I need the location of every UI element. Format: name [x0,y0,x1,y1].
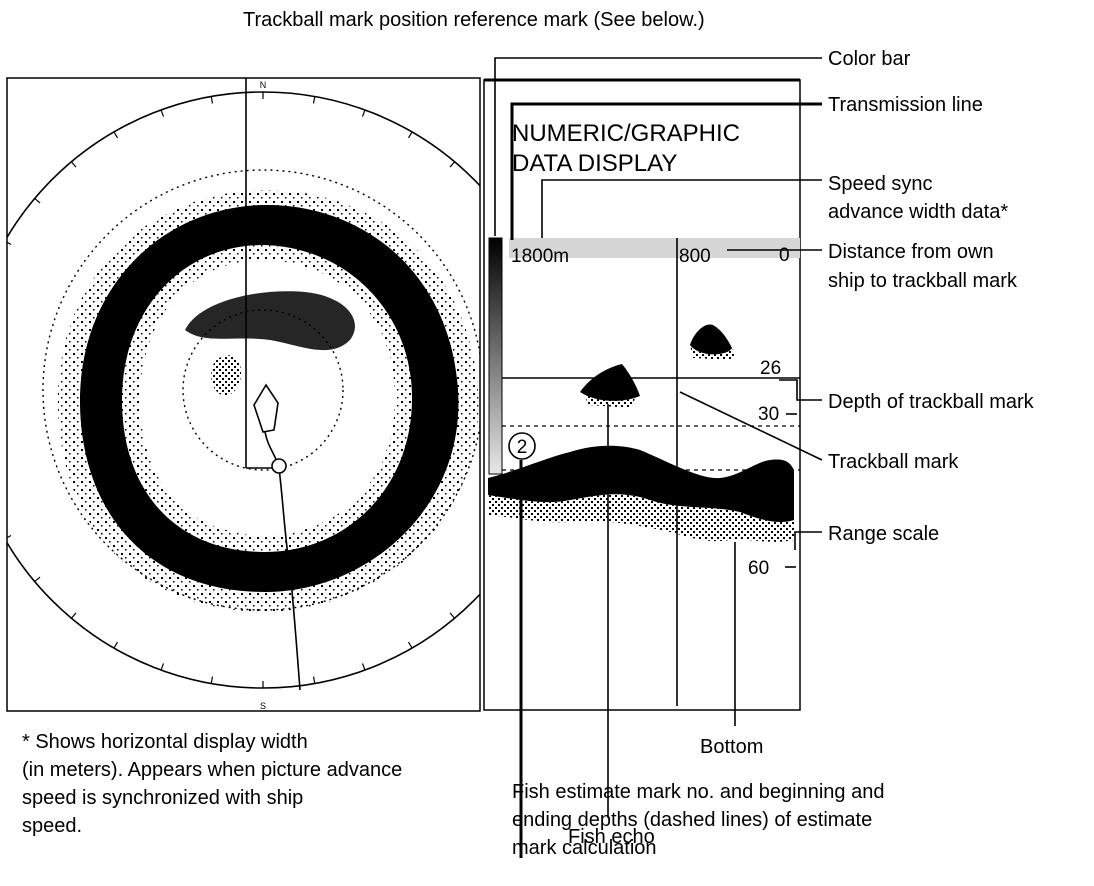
inner-range-ring [182,309,344,471]
ship-track-line [264,431,301,691]
callout-fish-estimate: Fish estimate mark no. and beginning and… [512,781,884,859]
footnote-line1: * Shows horizontal display width [22,731,308,753]
distance-zero: 0 [779,245,790,266]
depth-30-label: 30 [758,404,779,425]
bearing-tick [361,663,366,671]
estimate-mark-circle [508,432,536,460]
bearing-tick [113,641,119,649]
trackball-mark-circle [271,458,287,474]
callout-fish-estimate-3: mark calculation [512,837,657,859]
small-echo [211,355,242,396]
callout-distance-2: ship to trackball mark [828,270,1018,292]
callout-color-bar: Color bar [828,48,911,70]
leader-speed-sync [541,179,822,238]
top-caption: Trackball mark position reference mark (… [243,9,705,31]
fish-echo-upper-right-fringe [690,345,735,360]
bearing-tick [7,534,12,539]
bearing-tick [449,161,456,168]
callout-fish-estimate-1: Fish estimate mark no. and beginning and [512,781,884,803]
callout-transmission-line: Transmission line [828,94,983,116]
leader-trackball-mark [679,391,823,461]
callout-trackball-mark: Trackball mark [828,451,959,473]
data-display-line1: NUMERIC/GRAPHIC [512,120,740,147]
bearing-tick [361,109,366,117]
bottom-echo-ring [57,189,479,613]
bearing-tick [407,641,413,649]
footnote-line3: speed is synchronized with ship [22,787,303,809]
bearing-tick [70,161,77,168]
sonar-ppi-panel: N S [6,77,481,712]
echo-panel-frame [483,79,801,711]
speed-sync-strip [509,238,800,258]
bearing-tick [70,612,77,619]
callout-bottom: Bottom [700,736,763,758]
fish-school-echo [185,291,355,351]
leader-depth-trackball [779,379,822,401]
bearing-tick [312,676,316,684]
bearing-tick [160,109,165,117]
callout-speed-sync-2: advance width data* [828,201,1008,223]
bearing-tick [7,241,12,246]
bearing-tick [210,676,214,684]
estimate-mark-number: 2 [517,437,528,458]
south-label: S [260,701,266,711]
color-bar [488,237,503,475]
bearing-tick [34,576,41,583]
advance-width-value: 1800m [511,246,569,267]
callout-fish-echo: Fish echo [568,826,655,848]
callout-speed-sync-1: Speed sync [828,173,933,195]
leader-transmission-line [510,102,822,240]
distance-value: 800 [679,246,711,267]
data-display-line2: DATA DISPLAY [512,150,677,177]
own-ship-icon [253,383,279,433]
footnote: * Shows horizontal display width (in met… [22,731,402,837]
bearing-tick [34,197,41,204]
bearing-tick [449,612,456,619]
bottom-echo [488,445,794,523]
depth-60-label: 60 [748,558,769,579]
callout-fish-estimate-2: ending depths (dashed lines) of estimate [512,809,872,831]
bearing-tick [407,131,413,139]
leader-lines [494,57,823,858]
bottom-echo-fringe [488,494,794,542]
fish-echo-center [580,364,640,401]
footnote-line4: speed. [22,815,82,837]
bearing-tick [113,131,119,139]
bearing-tick [160,663,165,671]
echo-sounder-panel: NUMERIC/GRAPHIC DATA DISPLAY 1800m [483,78,801,711]
callout-distance-1: Distance from own [828,241,994,263]
callout-depth-trackball: Depth of trackball mark [828,391,1035,413]
north-label: N [260,80,267,90]
callout-range-scale: Range scale [828,523,939,545]
leader-range-scale [794,531,822,550]
fish-echo-center-fringe [585,395,635,408]
bearing-tick [210,96,214,104]
leader-color-bar [494,57,822,236]
bearing-ticks [7,92,456,688]
bearing-tick [312,96,316,104]
mid-range-ring [42,169,480,611]
trackball-depth-value: 26 [760,358,781,379]
footnote-line2: (in meters). Appears when picture advanc… [22,759,402,781]
